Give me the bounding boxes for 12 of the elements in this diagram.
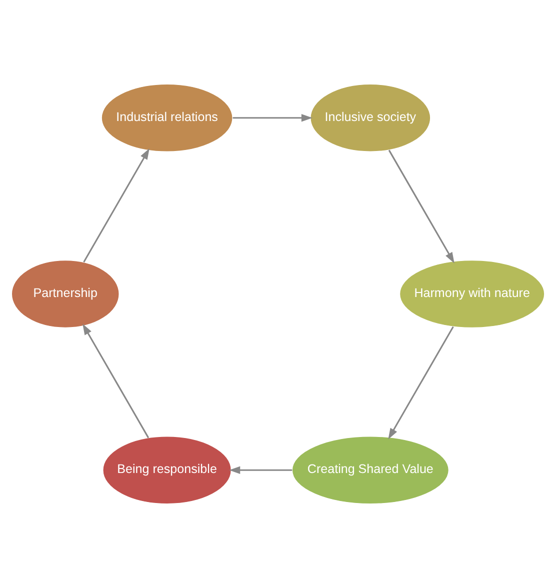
node-ellipse: Being responsible — [102, 436, 232, 504]
node-ellipse: Industrial relations — [101, 84, 233, 152]
arrow — [388, 150, 454, 264]
node-ellipse: Partnership — [11, 260, 120, 328]
node-ellipse: Creating Shared Value — [292, 436, 450, 504]
arrow — [232, 114, 312, 122]
node-ellipse: Inclusive society — [310, 84, 431, 152]
arrow — [388, 326, 454, 440]
arrow — [229, 466, 292, 474]
node-ellipse: Harmony with nature — [399, 260, 545, 328]
arrow — [82, 324, 150, 438]
arrow — [83, 148, 150, 262]
